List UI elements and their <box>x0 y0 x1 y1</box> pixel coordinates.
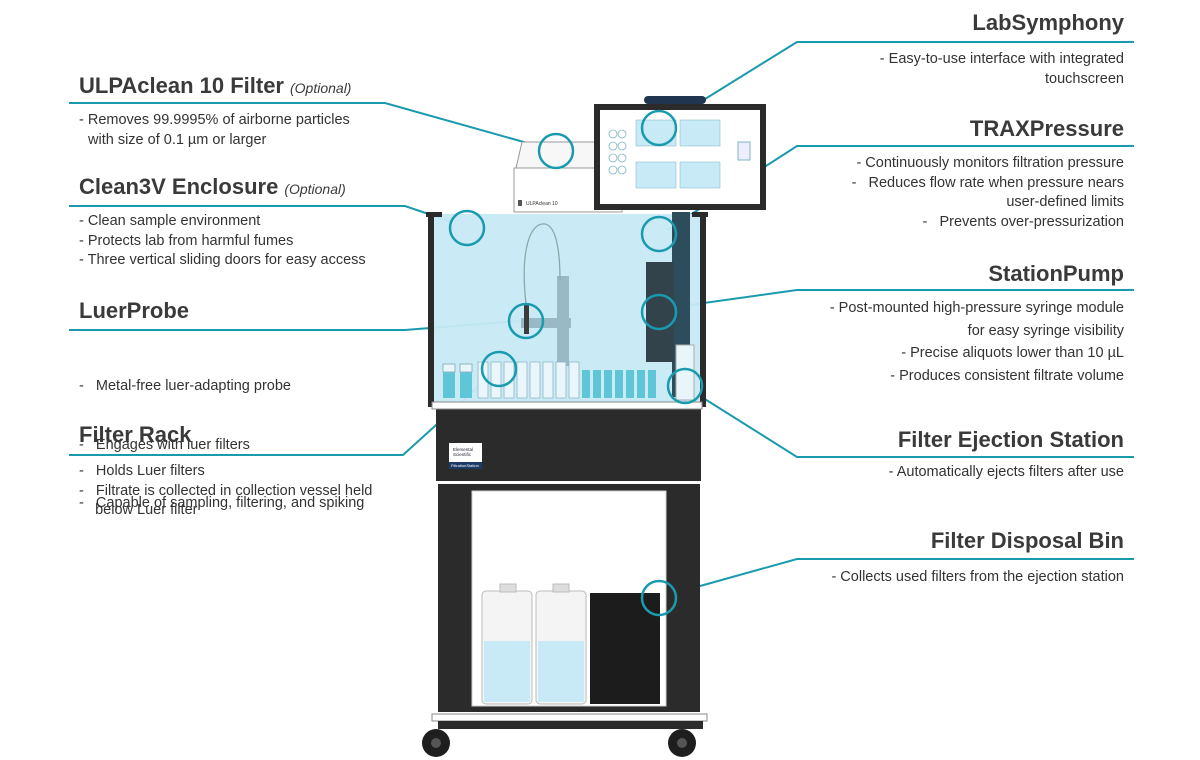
leader-stationpump <box>667 289 1134 309</box>
luerprobe-bullet-3: - Capable of sampling, filtering, and sp… <box>79 495 365 511</box>
leader-labsymphony <box>667 41 1134 123</box>
filterrack-bullet-1: - Holds Luer filters <box>79 463 205 479</box>
traxpressure-bullet-3: user-defined limits <box>1006 194 1124 210</box>
luerprobe-bullet-1: - Metal-free luer-adapting probe <box>79 378 291 394</box>
filter-rack <box>477 361 580 399</box>
ulpa-optional: (Optional) <box>290 80 352 96</box>
ejection-bullet-1: - Automatically ejects filters after use <box>888 464 1124 480</box>
ulpa-unit-label: ULPAclean 10 <box>526 201 558 207</box>
callout-disposal: Filter Disposal Bin - Collects used filt… <box>831 528 1124 588</box>
brand-label-1: Elemental <box>453 447 473 452</box>
luer-probe <box>524 304 529 334</box>
marker-labsymphony <box>640 109 678 147</box>
marker-traxpressure <box>640 215 678 253</box>
ulpa-bullet-2: with size of 0.1 µm or larger <box>88 131 267 148</box>
traxpressure-bullet-4: - Prevents over-pressurization <box>922 213 1124 230</box>
ejection-title: Filter Ejection Station <box>897 427 1124 452</box>
disposal-bin <box>590 593 660 704</box>
stationpump-bullet-3: - Precise aliquots lower than 10 µL <box>901 345 1124 361</box>
waste-bottles <box>481 583 660 705</box>
stationpump-title: StationPump <box>988 261 1124 286</box>
highlight-circles <box>448 109 704 617</box>
touchscreen-monitor <box>594 96 766 210</box>
marker-ulpa <box>537 132 575 170</box>
traxpressure-bullet-1: - Continuously monitors filtration press… <box>856 155 1124 171</box>
traxpressure-title: TRAXPressure <box>969 116 1124 141</box>
clean3v-title: Clean3V Enclosure <box>79 174 279 199</box>
enclosure <box>426 212 708 410</box>
labsymphony-bullet-2: touchscreen <box>1045 70 1124 87</box>
filterrack-title: Filter Rack <box>79 422 192 447</box>
stationpump-bullet-4: - Produces consistent filtrate volume <box>890 367 1124 384</box>
luerprobe-bullet-2: - Engages with luer filters <box>79 436 250 453</box>
brand-label-3: FiltrationStation <box>451 463 479 468</box>
callout-clean3v: Clean3V Enclosure (Optional) - Clean samp… <box>79 174 366 271</box>
labsymphony-bullet-1: - Easy-to-use interface with integrated <box>879 51 1124 67</box>
filterrack-bullet-2: - Filtrate is collected in collection ve… <box>79 482 373 499</box>
callout-ulpa: ULPAclean 10 Filter (Optional) - Removes … <box>79 73 351 150</box>
brand-label-2: Scientific <box>453 452 472 457</box>
callout-ejection: Filter Ejection Station - Automatically … <box>889 427 1124 483</box>
luerprobe-title: LuerProbe <box>79 298 190 323</box>
ulpa-bullet-1: - Removes 99.9995% of airborne particles <box>79 112 350 128</box>
marker-luerprobe <box>507 302 545 340</box>
leader-ulpa <box>69 102 546 149</box>
callout-luerprobe: LuerProbe - Metal-free luer-adapting pro… <box>79 298 364 553</box>
clean3v-bullet-1: - Clean sample environment <box>79 213 261 229</box>
marker-filterrack <box>480 350 518 388</box>
clean3v-optional: (Optional) <box>284 181 346 197</box>
station-pump-body <box>646 262 674 362</box>
ulpa-title: ULPAclean 10 Filter <box>79 73 284 98</box>
callout-stationpump: StationPump - Post-mounted high-pressure… <box>830 261 1124 387</box>
leader-disposal <box>674 558 1134 594</box>
marker-stationpump <box>640 293 678 331</box>
disposal-title: Filter Disposal Bin <box>930 528 1124 553</box>
disposal-bullet-1: - Collects used filters from the ejectio… <box>831 569 1124 585</box>
traxpressure-bullet-2: - Reduces flow rate when pressure nears <box>851 174 1124 191</box>
callout-filterrack: Filter Rack - Holds Luer filters - Filtr… <box>79 422 372 521</box>
callout-labsymphony: LabSymphony - Easy-to-use interface with… <box>880 10 1124 89</box>
callout-traxpressure: TRAXPressure - Continuously monitors fil… <box>852 116 1124 232</box>
leader-ejection <box>699 395 1134 458</box>
marker-disposal <box>640 579 678 617</box>
marker-ejection <box>666 367 704 405</box>
collection-vessels <box>443 370 656 398</box>
stationpump-bullet-2: for easy syringe visibility <box>967 322 1124 339</box>
stationpump-bullet-1: - Post-mounted high-pressure syringe mod… <box>829 300 1124 316</box>
clean3v-bullet-3: - Three vertical sliding doors for easy … <box>79 252 366 268</box>
filterrack-bullet-3: below Luer filter <box>79 502 198 518</box>
marker-clean3v <box>448 209 486 247</box>
labsymphony-title: LabSymphony <box>972 10 1124 35</box>
clean3v-bullet-2: - Protects lab from harmful fumes <box>79 232 294 249</box>
leader-lines <box>69 41 1134 594</box>
